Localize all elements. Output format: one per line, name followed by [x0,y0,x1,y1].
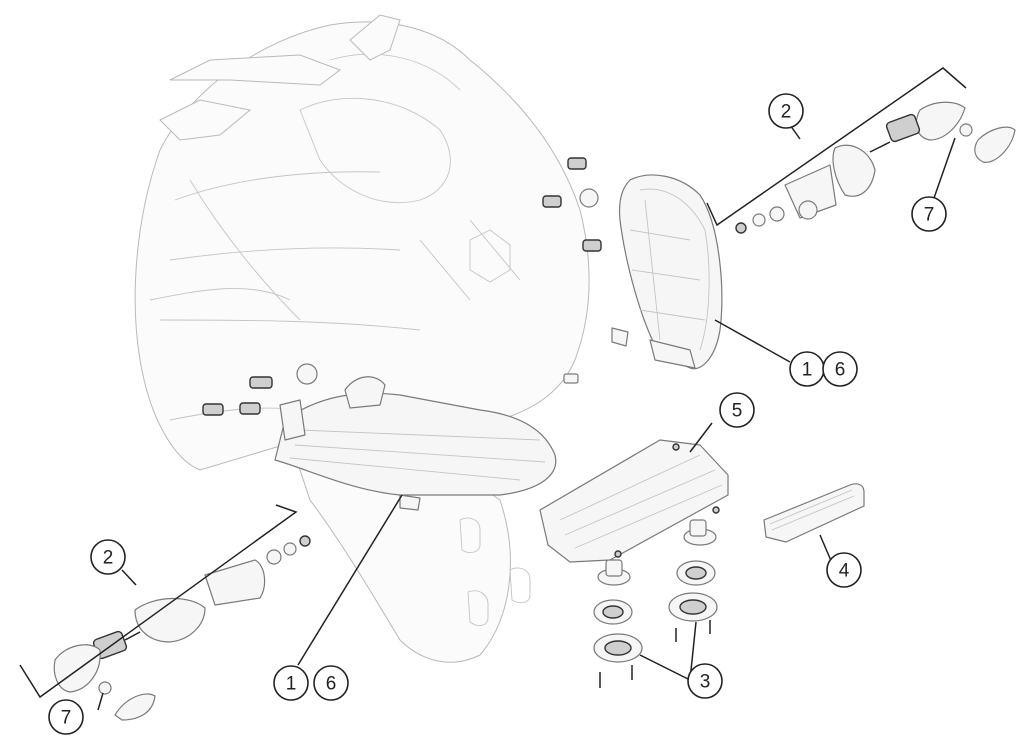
callout-2-lower: 2 [90,539,126,575]
callout-6-upper-label: 6 [835,360,846,381]
callout-1-lower: 1 [273,665,309,701]
callout-1-upper: 1 [789,351,825,387]
plate-light-assembly-part-3 [593,519,718,688]
callout-4: 4 [826,552,862,588]
callout-1-lower-label: 1 [286,674,297,695]
turn-signal-lower [53,535,311,721]
light-lens-lower [274,376,557,511]
callout-6-lower: 6 [313,665,349,701]
callout-7-lower-label: 7 [61,708,72,729]
tail-light-unit-upper [611,174,723,370]
callout-3: 3 [687,663,723,699]
callout-4-label: 4 [839,561,850,582]
callout-2-upper: 2 [768,93,804,129]
leader-lines [19,67,967,711]
upper-grommets [202,157,602,416]
rubber-pad-part-4 [763,483,865,543]
callout-6-lower-label: 6 [326,674,337,695]
callout-2-upper-label: 2 [781,102,792,123]
callout-7-upper-label: 7 [924,205,935,226]
callout-1-upper-label: 1 [802,360,813,381]
callout-5: 5 [719,392,755,428]
callout-7-upper: 7 [911,196,947,232]
cover-panel-part-5 [539,439,729,563]
turn-signal-upper [735,101,1016,234]
callout-7-lower: 7 [48,699,84,735]
callout-6-upper: 6 [822,351,858,387]
callout-2-lower-label: 2 [103,548,114,569]
callout-5-label: 5 [732,401,743,422]
callout-3-label: 3 [700,672,711,693]
rear-body-fairing [134,14,590,663]
